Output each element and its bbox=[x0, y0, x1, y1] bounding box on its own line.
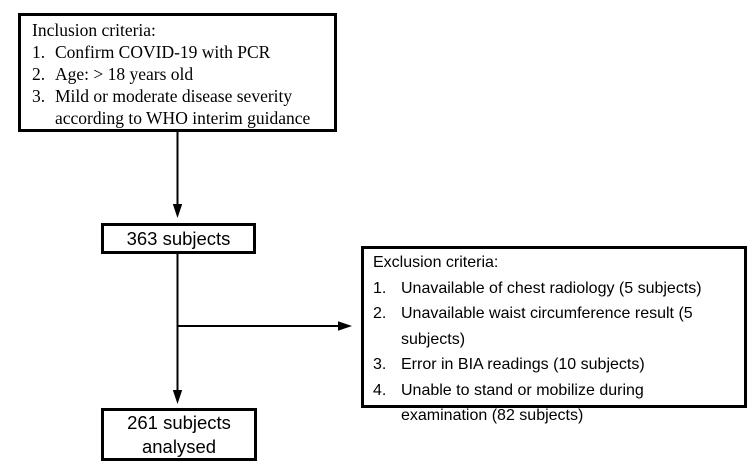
list-item: 2. Age: > 18 years old bbox=[32, 63, 328, 85]
list-item: 1. Unavailable of chest radiology (5 sub… bbox=[373, 276, 740, 302]
exclusion-criteria-title: Exclusion criteria: bbox=[373, 254, 499, 271]
list-item-text: Unavailable waist circumference result (… bbox=[401, 305, 693, 348]
list-item-number: 3. bbox=[32, 86, 46, 106]
arrow-branch-to-exclusion-head bbox=[338, 321, 352, 331]
list-item-number: 2. bbox=[373, 305, 387, 322]
subjects-261-label: 261 subjects analysed bbox=[127, 411, 231, 457]
list-item: 2. Unavailable waist circumference resul… bbox=[373, 301, 740, 352]
list-item-text: Error in BIA readings (10 subjects) bbox=[401, 356, 645, 373]
subjects-363-label: 363 subjects bbox=[126, 227, 231, 249]
inclusion-criteria-box: Inclusion criteria: 1. Confirm COVID-19 … bbox=[18, 13, 337, 132]
arrow-363-to-261-head bbox=[172, 390, 183, 404]
arrow-inclusion-to-363-head bbox=[172, 204, 183, 218]
list-item-number: 1. bbox=[32, 42, 46, 62]
list-item-text: Unavailable of chest radiology (5 subjec… bbox=[401, 279, 702, 297]
list-item: 3. Mild or moderate disease severity acc… bbox=[32, 85, 328, 129]
list-item-text: Age: > 18 years old bbox=[55, 64, 194, 84]
list-item: 3. Error in BIA readings (10 subjects) bbox=[373, 352, 740, 378]
list-item-text: Unable to stand or mobilize during exami… bbox=[401, 381, 644, 425]
list-item: 1. Confirm COVID-19 with PCR bbox=[32, 41, 328, 63]
list-item-number: 2. bbox=[32, 64, 46, 84]
list-item-text: Mild or moderate disease severity accord… bbox=[55, 86, 311, 128]
list-item-number: 3. bbox=[373, 356, 387, 373]
subjects-363-box: 363 subjects bbox=[101, 223, 256, 254]
subjects-261-box: 261 subjects analysed bbox=[101, 408, 257, 461]
list-item-number: 4. bbox=[373, 381, 387, 399]
exclusion-criteria-box: Exclusion criteria: 1. Unavailable of ch… bbox=[361, 246, 747, 424]
list-item-number: 1. bbox=[373, 279, 387, 297]
inclusion-criteria-title: Inclusion criteria: bbox=[32, 20, 156, 40]
list-item-text: Confirm COVID-19 with PCR bbox=[55, 42, 271, 62]
list-item: 4. Unable to stand or mobilize during ex… bbox=[373, 378, 740, 429]
